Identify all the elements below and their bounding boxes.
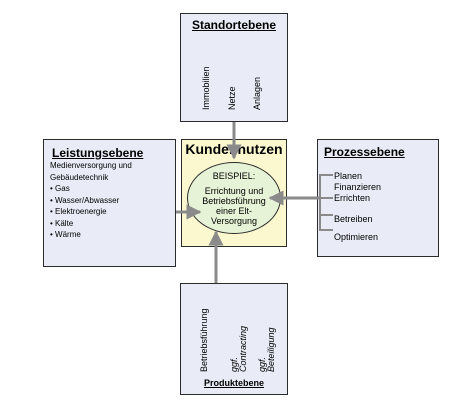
beispiel-ellipse: BEISPIEL: Errichtung und Betriebsführung…: [187, 162, 281, 234]
beispiel-line-1: Errichtung und: [204, 186, 264, 196]
leistung-list: Medienversorgung und Gebäudetechnik • Ga…: [50, 160, 132, 241]
leistung-item-wasser: • Wasser/Abwasser: [50, 195, 120, 205]
beispiel-line-4: Versorgung: [210, 216, 258, 226]
leistungsebene-title: Leistungsebene: [52, 146, 144, 160]
arrow-prozess-bracket: [319, 174, 333, 231]
leistungsebene-box: Leistungsebene Medienversorgung und Gebä…: [43, 139, 176, 267]
prozess-item-betreiben: Betreiben: [334, 214, 373, 224]
kundennutzen-box: Kundennutzen BEISPIEL: Errichtung und Be…: [181, 139, 287, 247]
produktebene-box: Betriebsführung ggf. Contracting ggf. Be…: [180, 283, 288, 395]
standortebene-title: Standortebene: [191, 18, 276, 32]
beispiel-line-3: einer Elt-: [215, 206, 252, 216]
leistung-item-waerme: • Wärme: [50, 230, 81, 239]
standortebene-box: Standortebene Immobilien Netze Anlagen: [180, 13, 288, 122]
prozess-item-optimieren: Optimieren: [334, 232, 379, 242]
leistung-intro-1: Medienversorgung und: [50, 161, 132, 170]
beispiel-label: BEISPIEL:: [212, 171, 256, 181]
prozess-item-finanzieren: Finanzieren: [334, 182, 382, 192]
leistung-item-gas: • Gas: [50, 184, 70, 193]
produktebene-title: Produktebene: [203, 378, 264, 388]
prozess-item-planen: Planen: [334, 171, 363, 181]
prozessebene-box: Prozessebene Planen Finanzieren Errichte…: [317, 139, 439, 257]
leistung-item-kaelte: • Kälte: [50, 218, 74, 228]
leistung-item-elektro: • Elektroenergie: [50, 207, 107, 216]
prozess-item-errichten: Errichten: [334, 193, 371, 203]
leistung-intro-2: Gebäudetechnik: [50, 172, 109, 182]
prozessebene-title: Prozessebene: [324, 145, 405, 159]
beispiel-text: BEISPIEL: Errichtung und Betriebsführung…: [188, 171, 280, 226]
beispiel-line-2: Betriebsführung: [202, 196, 266, 206]
